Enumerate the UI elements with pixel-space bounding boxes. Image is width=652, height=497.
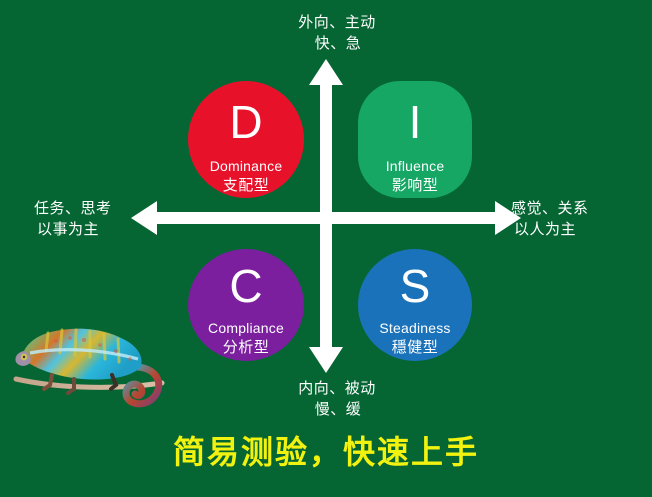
quadrant-english-d: Dominance [209, 158, 283, 174]
axis-caption-right: 感觉、关系 以人为主 [511, 198, 589, 240]
arrow-down-icon [309, 347, 343, 373]
axis-caption-left-line1: 任务、思考 [34, 200, 112, 217]
axis-caption-bottom-line2: 慢、缓 [314, 401, 362, 418]
axis-caption-top: 外向、主动 快、急 [0, 12, 652, 54]
quadrant-chinese-i: 影响型 [391, 177, 439, 194]
axis-caption-top-line1: 外向、主动 [298, 14, 376, 31]
axis-caption-top-line2: 快、急 [314, 35, 362, 52]
quadrant-chinese-c: 分析型 [222, 339, 270, 356]
quadrant-english-c: Compliance [208, 320, 284, 336]
quadrant-bubble-dominance[interactable]: D Dominance 支配型 [188, 81, 304, 198]
horizontal-axis-line [155, 212, 497, 224]
arrow-right-icon [495, 201, 521, 235]
quadrant-letter-c: C [229, 260, 263, 312]
arrow-up-icon [309, 59, 343, 85]
quadrant-letter-d: D [229, 96, 263, 148]
quadrant-bubble-influence[interactable]: I Influence 影响型 [358, 81, 472, 198]
page-title: 简易测验，快速上手 [172, 434, 479, 470]
quadrant-chinese-s: 穩健型 [391, 339, 439, 356]
quadrant-english-i: Influence [385, 158, 445, 174]
quadrant-chinese-d: 支配型 [222, 177, 270, 194]
axis-caption-left-line2: 以事为主 [37, 221, 100, 238]
axis-caption-right-line1: 感觉、关系 [511, 200, 589, 217]
axis-caption-right-line2: 以人为主 [514, 221, 577, 238]
quadrant-bubble-steadiness[interactable]: S Steadiness 穩健型 [358, 249, 472, 361]
quadrant-letter-s: S [399, 260, 431, 312]
axis-caption-bottom: 内向、被动 慢、缓 [0, 378, 652, 420]
quadrant-english-s: Steadiness [379, 320, 451, 336]
quadrant-letter-i: I [408, 96, 422, 148]
chameleon-image [13, 328, 165, 408]
arrow-left-icon [131, 201, 157, 235]
quadrant-bubble-compliance[interactable]: C Compliance 分析型 [188, 249, 304, 361]
axis-caption-bottom-line1: 内向、被动 [298, 380, 376, 397]
axis-caption-left: 任务、思考 以事为主 [34, 198, 112, 240]
